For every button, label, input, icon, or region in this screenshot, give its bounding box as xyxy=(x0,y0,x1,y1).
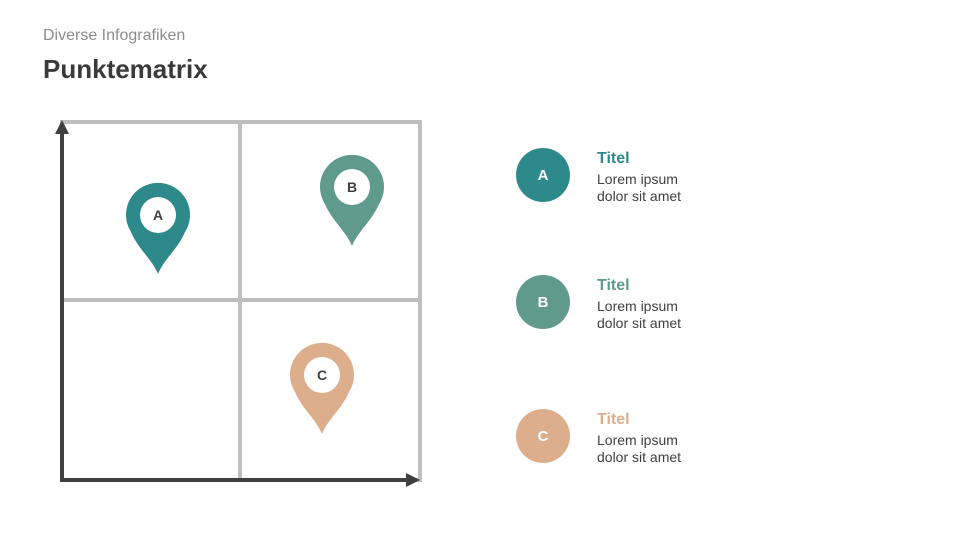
legend-circle xyxy=(516,409,570,463)
legend-badge-a: A xyxy=(516,148,570,202)
axes xyxy=(55,120,420,487)
legend-letter: B xyxy=(538,294,549,311)
legend-badge-c: C xyxy=(516,409,570,463)
legend-title: Titel xyxy=(597,411,630,428)
map-pin-b: B xyxy=(320,154,384,246)
legend-title: Titel xyxy=(597,150,630,167)
legend-text-line1: Lorem ipsum xyxy=(597,432,678,448)
legend-letter: A xyxy=(538,167,549,184)
x-axis-arrow xyxy=(406,473,420,487)
map-pin-c: C xyxy=(289,342,355,434)
map-pin-a: A xyxy=(126,182,190,274)
legend-text-line2: dolor sit amet xyxy=(597,449,682,465)
legend-letter: C xyxy=(538,428,549,445)
pin-label: A xyxy=(153,207,163,223)
legend-circle xyxy=(516,275,570,329)
legend-title: Titel xyxy=(597,277,630,294)
slide-title: Punktematrix xyxy=(43,54,208,84)
pin-label: B xyxy=(347,179,357,195)
pin-inner-circle xyxy=(334,169,370,205)
y-axis-arrow xyxy=(55,120,69,134)
pin-label: C xyxy=(317,367,327,383)
legend-badge-b: B xyxy=(516,275,570,329)
pin-inner-circle xyxy=(304,357,340,393)
legend-text-line2: dolor sit amet xyxy=(597,315,682,331)
pin-inner-circle xyxy=(140,197,176,233)
legend-circle xyxy=(516,148,570,202)
slide-subtitle: Diverse Infografiken xyxy=(43,27,186,44)
legend-text-line1: Lorem ipsum xyxy=(597,298,678,314)
legend-text-line1: Lorem ipsum xyxy=(597,171,678,187)
legend-text-line2: dolor sit amet xyxy=(597,188,682,204)
